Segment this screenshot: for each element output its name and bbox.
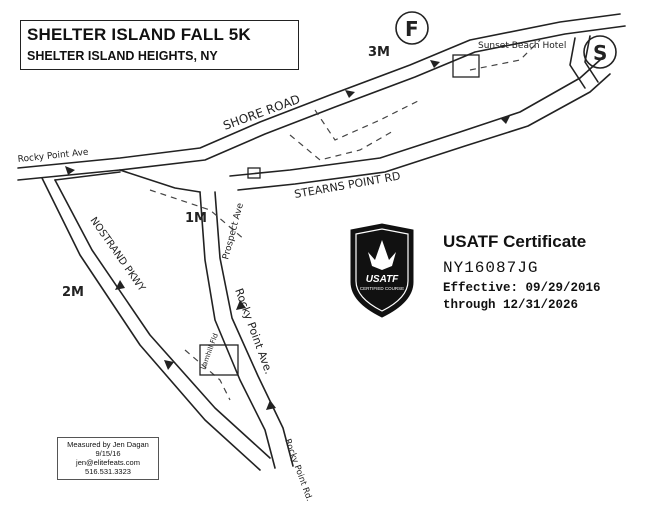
shore-road-inner bbox=[17, 25, 626, 181]
finish-letter: F bbox=[405, 17, 419, 41]
start-connector bbox=[569, 37, 586, 89]
certificate-effective: Effective: 09/29/2016 bbox=[443, 281, 601, 295]
arrow-8 bbox=[65, 166, 75, 175]
rocky-point-ave-right bbox=[214, 191, 294, 467]
mile-2-marker: 2M bbox=[62, 285, 84, 300]
certificate-id: NY16087JG bbox=[443, 259, 539, 277]
dashed-road-2 bbox=[289, 129, 396, 161]
dashed-road-5 bbox=[469, 39, 541, 71]
building-3 bbox=[199, 344, 239, 376]
mile-3-marker: 3M bbox=[368, 45, 390, 60]
cross-street bbox=[119, 169, 201, 193]
nostrand-label: NOSTRAND PKWY bbox=[88, 215, 148, 294]
arrow-2 bbox=[430, 60, 440, 68]
shore-road-label: SHORE ROAD bbox=[221, 92, 302, 133]
race-location: SHELTER ISLAND HEIGHTS, NY bbox=[27, 49, 218, 63]
mile-1-marker: 1M bbox=[185, 211, 207, 226]
nostrand-inner bbox=[54, 179, 271, 459]
dashed-road-1 bbox=[149, 189, 246, 241]
arrow-4 bbox=[115, 280, 125, 290]
arrow-6 bbox=[236, 300, 246, 310]
stearns-point-inner bbox=[237, 73, 611, 191]
stearns-point-outer bbox=[229, 59, 601, 177]
arrow-7 bbox=[266, 400, 276, 410]
hotel-label: Sunset Beach Hotel bbox=[478, 41, 566, 51]
dashed-road-4 bbox=[184, 349, 231, 401]
arrow-5 bbox=[164, 360, 174, 370]
badge-name: USATF bbox=[366, 274, 399, 285]
start-letter: S bbox=[593, 41, 607, 65]
rocky-point-rd-label: Rocky Point Rd. bbox=[282, 438, 314, 503]
prospect-ave-label: Prospect Ave bbox=[221, 202, 246, 261]
race-title: SHELTER ISLAND FALL 5K bbox=[27, 25, 251, 44]
start-marker bbox=[583, 35, 617, 69]
stearns-point-label: STEARNS POINT RD bbox=[293, 169, 401, 200]
cross-street-2 bbox=[54, 171, 121, 181]
measured-by-date: 9/15/16 bbox=[95, 449, 121, 458]
certificate-title: USATF Certificate bbox=[443, 232, 587, 251]
winged-logo-icon bbox=[368, 240, 396, 270]
nostrand-outer bbox=[41, 177, 261, 471]
measured-by-email: jen@elitefeats.com bbox=[76, 458, 140, 467]
shore-road-outer bbox=[17, 13, 621, 169]
hill-label: Lamhill Fld bbox=[199, 332, 219, 370]
start-connector-2 bbox=[584, 35, 599, 83]
certificate-through: through 12/31/2026 bbox=[443, 298, 579, 312]
finish-marker bbox=[395, 11, 429, 45]
arrow-3 bbox=[500, 116, 510, 124]
dashed-road-3 bbox=[314, 99, 421, 141]
badge-subtitle: CERTIFIED COURSE bbox=[360, 286, 404, 291]
measured-by-phone: 516.531.3323 bbox=[85, 467, 131, 476]
measured-by-name: Measured by Jen Dagan bbox=[67, 440, 149, 449]
title-box: SHELTER ISLAND FALL 5K SHELTER ISLAND HE… bbox=[20, 20, 299, 70]
hotel-building bbox=[452, 54, 480, 78]
arrow-1 bbox=[345, 90, 355, 98]
rocky-point-ave-left bbox=[199, 191, 276, 469]
measured-by-box: Measured by Jen Dagan 9/15/16 jen@elitef… bbox=[57, 437, 159, 480]
building-2 bbox=[247, 167, 261, 179]
usatf-badge: USATF CERTIFIED COURSE bbox=[350, 223, 414, 318]
